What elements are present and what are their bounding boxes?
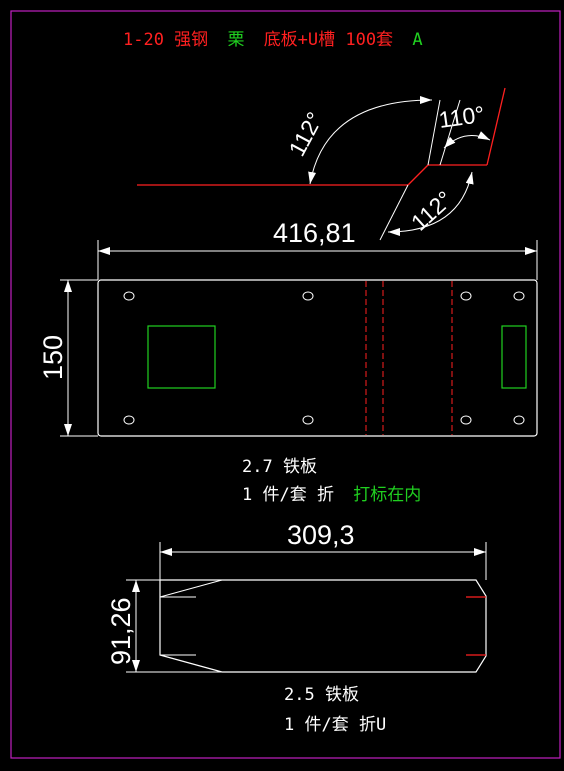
drawing-frame — [10, 10, 561, 759]
plate-1: 416,81 150 2.7 铁板 1 件/套 折 打标 — [38, 218, 538, 505]
title-part-1: 1-20 强钢 — [123, 30, 208, 50]
angle-arc-112-bottom — [387, 171, 474, 236]
plate2-outline — [159, 579, 487, 673]
plate1-height-label: 150 — [38, 335, 68, 380]
angle-arc-112-top — [308, 96, 433, 185]
drawing-title: 1-20 强钢 栗 底板+U槽 100套 A — [123, 30, 423, 50]
plate1-cutout-left — [147, 325, 216, 389]
plate1-width-label: 416,81 — [273, 218, 356, 248]
plate1-note-line2: 1 件/套 折 打标在内 — [242, 485, 421, 505]
plate2-width-label: 309,3 — [287, 520, 355, 550]
plate1-hole — [302, 291, 314, 301]
plate2-note-line2: 1 件/套 折U — [284, 715, 386, 735]
profile-slant-line — [486, 87, 506, 166]
plate1-hole — [460, 291, 472, 301]
angle-arc-110 — [443, 131, 491, 149]
plate1-hole — [123, 415, 135, 425]
plate1-hole — [123, 291, 135, 301]
title-part-3: 底板+U槽 100套 — [264, 30, 393, 50]
plate2-height-label: 91,26 — [106, 597, 136, 665]
plate1-hole — [513, 291, 525, 301]
plate2-top-flap-line — [159, 579, 223, 598]
angle-label-112-top: 112° — [283, 108, 327, 161]
angle-label-110: 110° — [437, 101, 486, 133]
plate1-hole — [460, 415, 472, 425]
title-part-4: A — [412, 30, 422, 50]
plate1-note-line1: 2.7 铁板 — [242, 457, 317, 477]
plate-2: 309,3 91,26 2.5 铁板 1 件/套 折U — [106, 520, 487, 735]
plate1-outline — [97, 279, 538, 437]
title-part-2: 栗 — [227, 30, 244, 50]
plate1-cutout-right — [501, 325, 527, 389]
plate1-note-qty: 1 件/套 折 — [242, 485, 334, 505]
plate1-hole — [513, 415, 525, 425]
plate2-note-line1: 2.5 铁板 — [284, 685, 359, 705]
profile-riser-line — [407, 164, 429, 186]
plate1-note-mark: 打标在内 — [353, 485, 421, 505]
plate1-hole — [302, 415, 314, 425]
angle-label-112-bottom: 112° — [406, 186, 457, 236]
